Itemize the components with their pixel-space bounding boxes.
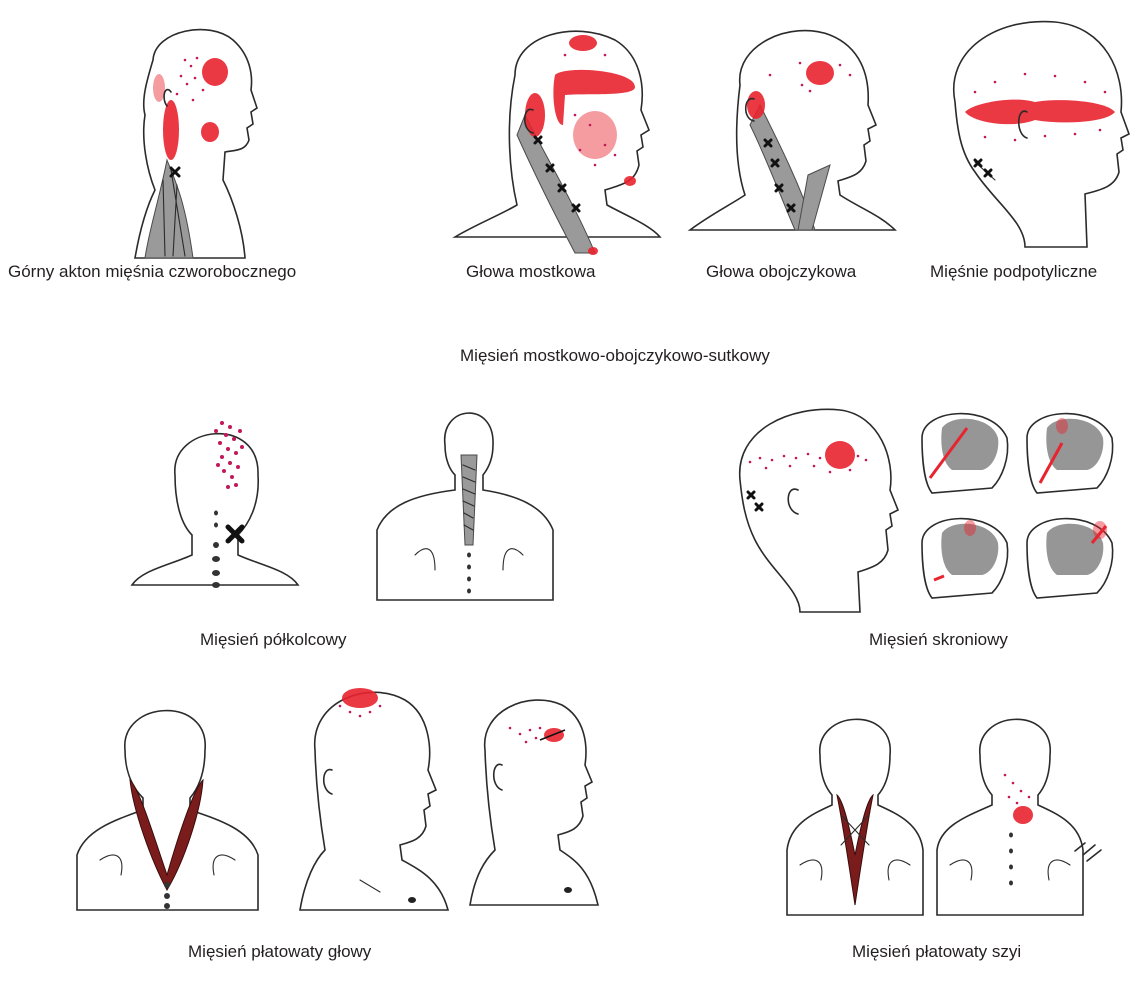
figure-sternal-head [455,15,660,255]
label-temporalis: Mięsień skroniowy [869,630,1008,650]
label-semispinalis: Mięsień półkolcowy [200,630,346,650]
figure-suboccipital [935,12,1135,252]
figure-upper-trapezius [115,20,275,260]
figure-semispinalis-head [130,395,300,600]
label-scm-group: Mięsień mostkowo-obojczykowo-sutkowy [460,346,770,366]
figure-temporalis-skulls [912,398,1132,608]
label-sternal-head: Głowa mostkowa [466,262,595,282]
skull-bottom-right [1027,519,1113,598]
figure-semispinalis-back [375,395,555,605]
skull-bottom-left [922,519,1008,598]
label-splenius-capitis: Mięsień płatowaty głowy [188,942,371,962]
figure-splenius-cervicis-side-eye [470,690,600,915]
figure-splenius-cervicis-pain [935,705,1135,920]
label-upper-trapezius: Górny akton mięśnia czworobocznego [8,262,296,282]
figure-clavicular-head [690,15,900,245]
label-suboccipital: Mięśnie podpotyliczne [930,262,1097,282]
label-clavicular-head: Głowa obojczykowa [706,262,856,282]
figure-temporalis-main [730,400,900,615]
skull-top-right [1027,414,1113,493]
label-splenius-cervicis: Mięsień płatowaty szyi [852,942,1021,962]
figure-splenius-cervicis-back [785,705,925,920]
skull-top-left [922,414,1008,493]
figure-splenius-capitis-back [75,690,260,915]
figure-splenius-capitis-side [300,680,450,915]
